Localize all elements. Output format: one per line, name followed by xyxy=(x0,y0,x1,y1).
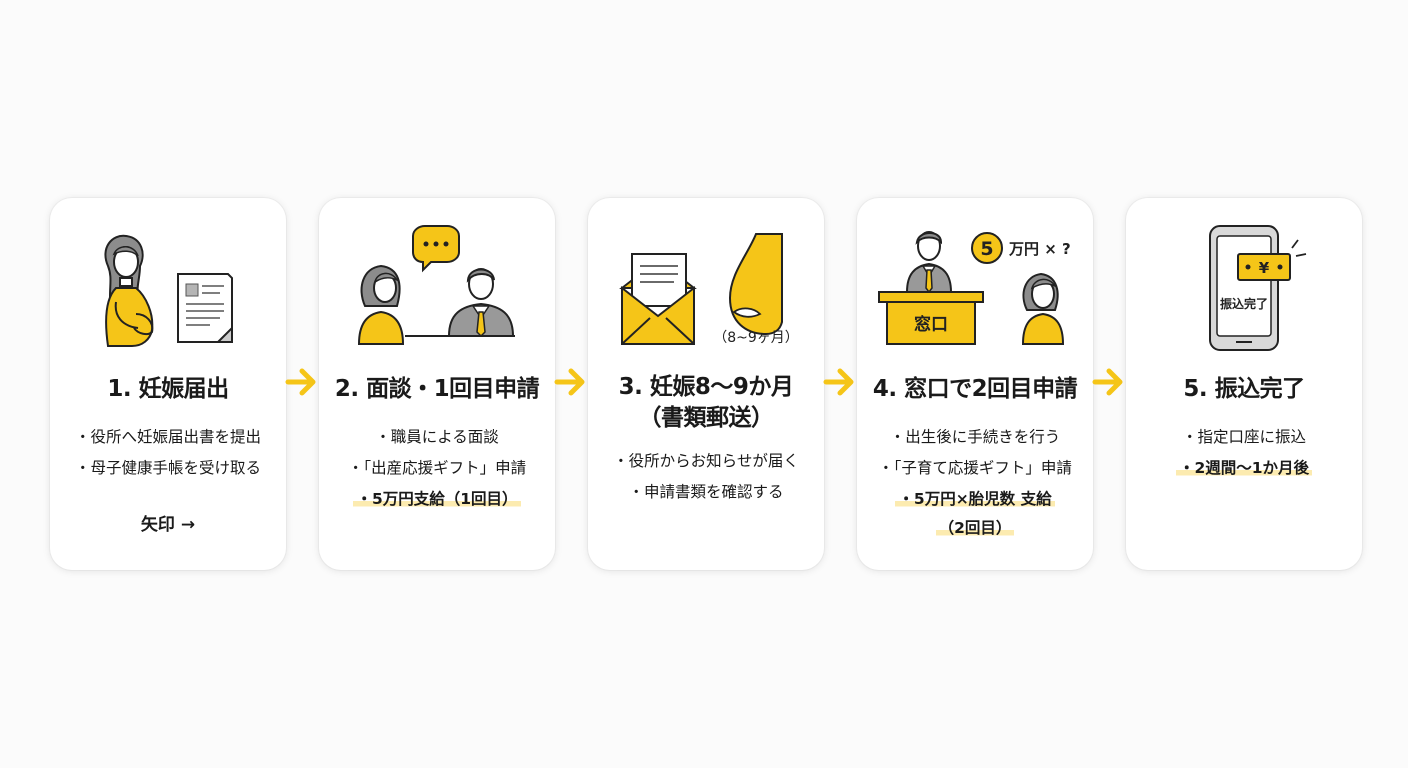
counter-illustration: 窓口 5 万円 × ? xyxy=(878,231,1071,345)
arrow-right-icon xyxy=(822,366,856,398)
bullet-item: ・職員による面談 xyxy=(375,428,499,446)
badge-text: 万円 × ? xyxy=(1008,240,1071,258)
counter-desk-icon xyxy=(878,291,984,345)
arrow-right-icon xyxy=(553,366,587,398)
step-bullets: ・役所へ妊娠届出書を提出 ・母子健康手帳を受け取る xyxy=(50,422,286,484)
highlight-text: ・5万円×胎児数 支給 xyxy=(895,490,1055,508)
step-card-3: （8~9ヶ月） 3. 妊娠8〜9か月 （書類郵送） ・役所からお知らせが届く ・… xyxy=(588,198,824,570)
step-card-4: 窓口 5 万円 × ? 4. 窓口で2回目申請 ・出生後に手続きを行う ・「子育… xyxy=(857,198,1093,570)
step-title-line2: （書類郵送） xyxy=(638,405,775,431)
smartphone-transfer-illustration: ¥ 振込完了 xyxy=(1209,225,1307,351)
staff-man-icon xyxy=(447,268,515,338)
badge-number: 5 xyxy=(980,238,993,260)
step-card-1: 1. 妊娠届出 ・役所へ妊娠届出書を提出 ・母子健康手帳を受け取る 矢印 → xyxy=(50,198,286,570)
woman-icon xyxy=(357,264,405,345)
staff-behind-counter-icon xyxy=(905,231,953,294)
pregnant-woman-icon xyxy=(104,234,154,347)
pregnant-woman-document-illustration xyxy=(104,234,233,347)
step-bullets: ・役所からお知らせが届く ・申請書類を確認する xyxy=(588,446,824,508)
bullet-item: ・「子育て応援ギフト」申請 xyxy=(878,459,1072,477)
mail-pregnancy-illustration: （8~9ヶ月） xyxy=(619,233,799,346)
step-bullets: ・指定口座に振込 ・2週間〜1か月後 xyxy=(1126,422,1362,484)
step-title: 5. 振込完了 xyxy=(1183,376,1305,402)
bullet-item: ・出生後に手続きを行う xyxy=(889,428,1061,446)
bullet-item: ・「出産応援ギフト」申請 xyxy=(347,459,527,477)
highlight-text-2: （2回目） xyxy=(935,519,1015,537)
smartphone-icon xyxy=(1209,225,1279,351)
interview-illustration xyxy=(357,225,515,345)
bullet-item: ・役所へ妊娠届出書を提出 xyxy=(74,428,261,446)
bullet-item-highlight: （2回目） xyxy=(857,515,1093,541)
bullet-item: ・役所からお知らせが届く xyxy=(613,452,799,470)
bullet-item: ・指定口座に振込 xyxy=(1181,428,1306,446)
step-title: 1. 妊娠届出 xyxy=(107,376,229,402)
step-title: 4. 窓口で2回目申請 xyxy=(872,376,1078,402)
step-bullets: ・職員による面談 ・「出産応援ギフト」申請 ・5万円支給（1回目） xyxy=(319,422,555,515)
bullet-item: ・母子健康手帳を受け取る xyxy=(74,459,261,477)
document-icon xyxy=(177,273,233,343)
banknote-icon: ¥ xyxy=(1237,239,1307,281)
step-card-5: ¥ 振込完了 5. 振込完了 ・指定口座に振込 ・2週間〜1か月後 xyxy=(1126,198,1362,570)
yen-sign: ¥ xyxy=(1259,259,1270,277)
highlight-text: ・2週間〜1か月後 xyxy=(1175,459,1313,477)
step-title: 3. 妊娠8〜9か月 （書類郵送） xyxy=(588,372,824,434)
pregnant-belly-icon xyxy=(728,233,783,336)
months-note: （8~9ヶ月） xyxy=(713,330,799,346)
bullet-item-highlight: ・5万円×胎児数 支給 xyxy=(857,484,1093,515)
arrow-text: 矢印 → xyxy=(140,515,196,535)
step-card-2: 2. 面談・1回目申請 ・職員による面談 ・「出産応援ギフト」申請 ・5万円支給… xyxy=(319,198,555,570)
counter-label: 窓口 xyxy=(914,314,948,335)
arrow-right-icon xyxy=(1091,366,1125,398)
phone-status-text: 振込完了 xyxy=(1220,296,1268,311)
woman-icon xyxy=(1021,272,1065,345)
step-title-line1: 3. 妊娠8〜9か月 xyxy=(618,374,794,400)
arrow-right-icon xyxy=(284,366,318,398)
speech-bubble-icon xyxy=(412,225,460,273)
amount-badge-icon: 5 万円 × ? xyxy=(971,232,1071,264)
envelope-icon xyxy=(619,253,697,345)
bullet-item-highlight: ・2週間〜1か月後 xyxy=(1126,453,1362,484)
highlight-text: ・5万円支給（1回目） xyxy=(353,490,521,508)
bullet-item: ・申請書類を確認する xyxy=(628,483,784,501)
bullet-item-highlight: ・5万円支給（1回目） xyxy=(319,484,555,515)
step-bullets: ・出生後に手続きを行う ・「子育て応援ギフト」申請 ・5万円×胎児数 支給 （2… xyxy=(857,422,1093,541)
step-title: 2. 面談・1回目申請 xyxy=(334,376,540,402)
